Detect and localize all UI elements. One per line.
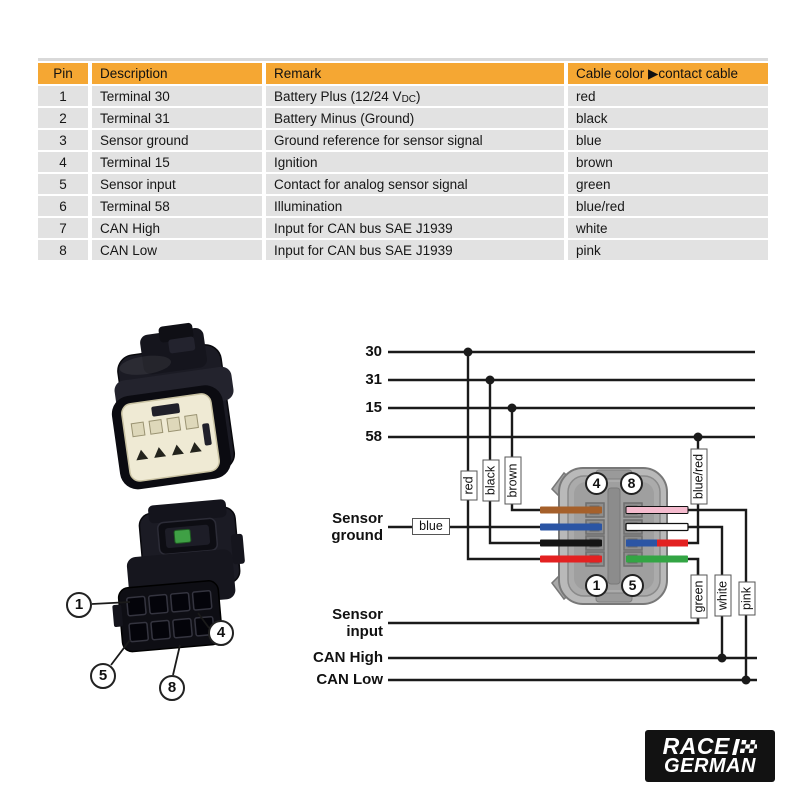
wire-black	[540, 539, 602, 547]
wire-white	[625, 522, 689, 532]
logo-line2: GERMAN	[664, 755, 756, 777]
rear-pin-4: 4	[585, 472, 608, 495]
wire-tag-brown: brown	[504, 456, 522, 505]
table-row: Input for CAN bus SAE J1939	[266, 218, 564, 238]
bus-label-15: 15	[365, 399, 382, 416]
rear-pin-8: 8	[620, 472, 643, 495]
table-row: 2	[38, 108, 88, 128]
wire-green	[626, 555, 688, 563]
wire-tag-pink: pink	[738, 581, 756, 616]
pin-table: Pin Description Remark Cable color ▶cont…	[38, 58, 768, 260]
table-row: Ignition	[266, 152, 564, 172]
rear-pin-1: 1	[585, 574, 608, 597]
can-high-label: CAN High	[313, 649, 383, 666]
bus-label-30: 30	[365, 343, 382, 360]
wire-blue-red-blue	[626, 539, 657, 547]
col-header-cable-color: Cable color ▶contact cable	[568, 63, 768, 84]
female-pin-cavities	[130, 414, 202, 461]
sensor-input-label: Sensor input	[332, 606, 383, 640]
table-row: blue/red	[568, 196, 768, 216]
table-row: 3	[38, 130, 88, 150]
wire-tag-green: green	[690, 574, 708, 619]
table-row: 4	[38, 152, 88, 172]
table-row: Battery Minus (Ground)	[266, 108, 564, 128]
wire-tag-blue-red: blue/red	[690, 448, 708, 505]
photo-callout-4: 4	[208, 620, 234, 646]
table-row: CAN High	[92, 218, 262, 238]
schematic-bus-lines	[388, 350, 757, 682]
photo-callout-5: 5	[90, 663, 116, 689]
wire-tag-black: black	[482, 459, 500, 502]
table-row: Sensor input	[92, 174, 262, 194]
table-row: Sensor ground	[92, 130, 262, 150]
bus-label-31: 31	[365, 371, 382, 388]
checkered-flag-icon	[740, 740, 758, 753]
wire-pink	[625, 506, 689, 514]
table-row: 5	[38, 174, 88, 194]
sensor-input-line	[388, 557, 700, 625]
table-row: Input for CAN bus SAE J1939	[266, 240, 564, 260]
table-row: Contact for analog sensor signal	[266, 174, 564, 194]
table-row: Ground reference for sensor signal	[266, 130, 564, 150]
wire-tag-blue: blue	[412, 518, 450, 535]
col-header-remark: Remark	[266, 63, 564, 84]
table-top-divider	[38, 58, 768, 61]
table-row: red	[568, 86, 768, 106]
male-pin-cavities	[126, 590, 215, 643]
table-row: black	[568, 108, 768, 128]
table-row: blue	[568, 130, 768, 150]
table-row: Terminal 15	[92, 152, 262, 172]
table-row: white	[568, 218, 768, 238]
wire-segments	[540, 506, 689, 563]
female-connector-photo	[111, 322, 236, 490]
table-row: green	[568, 174, 768, 194]
wire-tag-red: red	[460, 470, 478, 501]
col-header-pin: Pin	[38, 63, 88, 84]
table-row: Illumination	[266, 196, 564, 216]
rear-pin-cavities	[585, 502, 643, 567]
table-row: Terminal 58	[92, 196, 262, 216]
table-row: Terminal 30	[92, 86, 262, 106]
table-row: 1	[38, 86, 88, 106]
junction-dots	[463, 347, 751, 685]
sensor-ground-label: Sensor ground	[331, 510, 383, 544]
bus-label-58: 58	[365, 428, 382, 445]
wire-blue	[540, 523, 602, 531]
photo-callout-8: 8	[159, 675, 185, 701]
table-row: 8	[38, 240, 88, 260]
wire-brown	[540, 506, 602, 514]
green-latch	[173, 528, 192, 544]
table-row: pink	[568, 240, 768, 260]
wire-tag-white: white	[714, 574, 732, 617]
drop-red	[466, 352, 544, 561]
wire-red	[540, 555, 602, 563]
wire-blue-red-red	[657, 539, 688, 547]
logo-line1: RACE	[662, 733, 730, 759]
table-row: 7	[38, 218, 88, 238]
col-header-description: Description	[92, 63, 262, 84]
can-low-label: CAN Low	[316, 671, 383, 688]
rear-pin-5: 5	[621, 574, 644, 597]
table-row: CAN Low	[92, 240, 262, 260]
race-german-logo: RACE GERMAN	[645, 730, 775, 782]
photo-callout-1: 1	[66, 592, 92, 618]
table-row: 6	[38, 196, 88, 216]
table-row: Terminal 31	[92, 108, 262, 128]
table-row: brown	[568, 152, 768, 172]
connector-rear-illustration	[551, 467, 668, 605]
schematic-drop-lines	[466, 352, 748, 680]
logo-slash	[731, 738, 740, 755]
